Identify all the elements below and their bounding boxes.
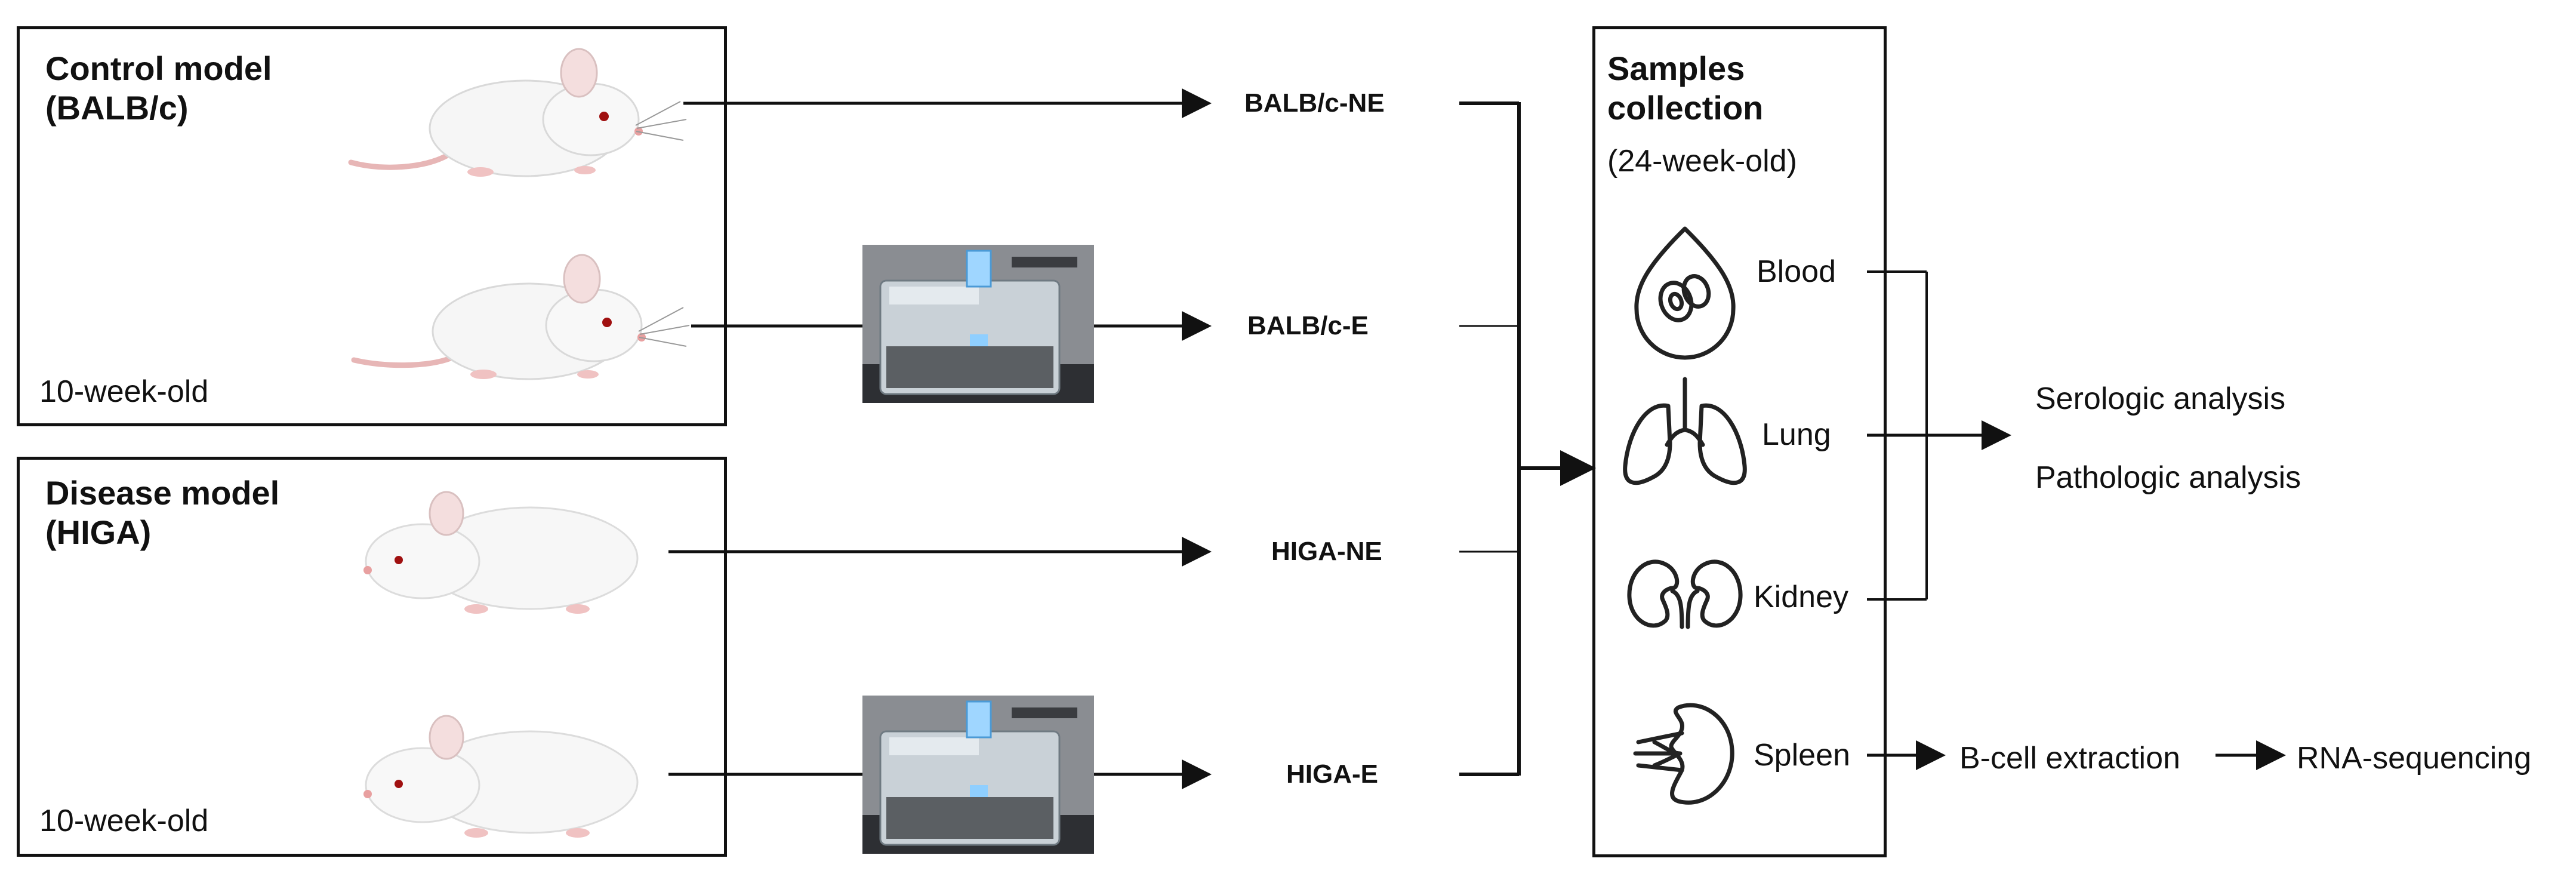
- control-model-title: Control model (BALB/c): [45, 49, 272, 128]
- organ-label-blood: Blood: [1757, 254, 1836, 289]
- spleen-icon: [1633, 703, 1734, 805]
- control-model-title-line2: (BALB/c): [45, 89, 189, 127]
- bcell-extraction-label: B-cell extraction: [1959, 741, 2180, 776]
- samples-title-line1: Samples: [1607, 50, 1745, 87]
- blood-drop-icon: [1634, 226, 1736, 360]
- lungs-icon: [1623, 377, 1747, 485]
- control-mouse-icon-1: [348, 48, 687, 177]
- disease-model-title-line2: (HIGA): [45, 513, 152, 551]
- disease-mouse-icon-2: [363, 715, 639, 838]
- samples-subtitle: (24-week-old): [1607, 144, 1797, 179]
- group-label-balbc-e: BALB/c-E: [1247, 311, 1369, 340]
- control-mouse-icon-2: [351, 254, 690, 380]
- disease-model-title-line1: Disease model: [45, 474, 280, 512]
- control-age-label: 10-week-old: [39, 374, 209, 409]
- samples-title-line2: collection: [1607, 89, 1764, 127]
- exposure-chamber-icon-2: [862, 696, 1094, 854]
- exposure-chamber-icon-1: [862, 245, 1094, 403]
- organ-label-spleen: Spleen: [1754, 738, 1850, 773]
- disease-model-title: Disease model (HIGA): [45, 473, 279, 552]
- group-label-balbc-ne: BALB/c-NE: [1244, 88, 1385, 118]
- pathologic-analysis-label: Pathologic analysis: [2035, 460, 2301, 495]
- group-label-higa-ne: HIGA-NE: [1271, 537, 1382, 566]
- organ-label-lung: Lung: [1762, 417, 1831, 452]
- control-model-title-line1: Control model: [45, 50, 272, 87]
- disease-age-label: 10-week-old: [39, 804, 209, 838]
- rna-sequencing-label: RNA-sequencing: [2297, 741, 2532, 776]
- disease-mouse-icon-1: [363, 491, 639, 614]
- group-label-higa-e: HIGA-E: [1286, 759, 1378, 789]
- kidneys-icon: [1627, 559, 1743, 629]
- organ-label-kidney: Kidney: [1754, 580, 1848, 614]
- samples-title: Samples collection: [1607, 49, 1763, 128]
- serologic-analysis-label: Serologic analysis: [2035, 382, 2286, 416]
